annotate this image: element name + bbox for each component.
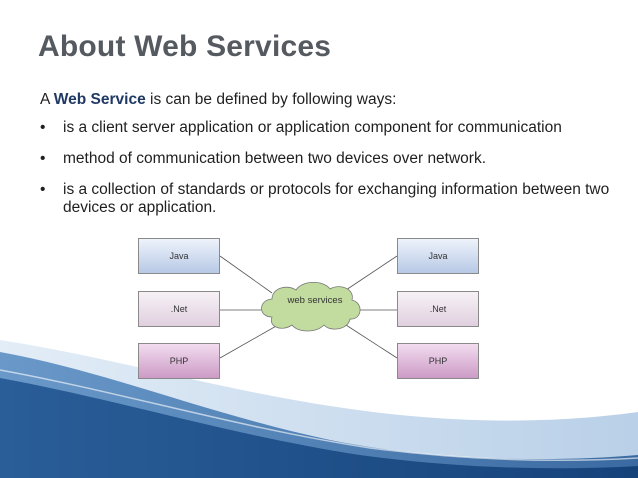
right-node-php: PHP (397, 343, 479, 379)
cloud-shape (261, 281, 361, 332)
right-node-java: Java (397, 238, 479, 274)
bullet-text: method of communication between two devi… (63, 150, 487, 167)
left-node-java: Java (138, 238, 220, 274)
node-label: Java (169, 251, 189, 261)
connector-right-php (345, 324, 398, 359)
bullet-item: • is a collection of standards or protoc… (40, 181, 610, 217)
bullet-marker: • (40, 150, 46, 167)
cloud-label: web services (287, 295, 343, 306)
bullet-text: is a client server application or applic… (63, 119, 562, 136)
slide-title: About Web Services (38, 30, 332, 63)
bullet-marker: • (40, 119, 46, 136)
connector-left-php (219, 324, 279, 359)
node-label: .Net (429, 304, 447, 314)
node-label: .Net (170, 304, 188, 314)
left-node-net: .Net (138, 291, 220, 327)
connector-right-java (345, 255, 398, 291)
intro-term: Web Service (53, 91, 146, 108)
bullet-marker: • (40, 181, 46, 198)
node-label: PHP (169, 356, 189, 366)
right-node-net: .Net (397, 291, 479, 327)
left-node-php: PHP (138, 343, 220, 379)
intro-suffix: is can be defined by following ways: (145, 91, 397, 108)
intro-text: A Web Service is can be defined by follo… (40, 91, 396, 109)
connector-left-java (219, 255, 273, 294)
bullet-item: • method of communication between two de… (40, 150, 610, 168)
node-label: PHP (428, 356, 448, 366)
node-label: Java (428, 251, 448, 261)
bullet-list: • is a client server application or appl… (40, 119, 610, 230)
bullet-item: • is a client server application or appl… (40, 119, 610, 137)
bullet-text: is a collection of standards or protocol… (63, 181, 610, 216)
intro-prefix: A (40, 91, 54, 108)
